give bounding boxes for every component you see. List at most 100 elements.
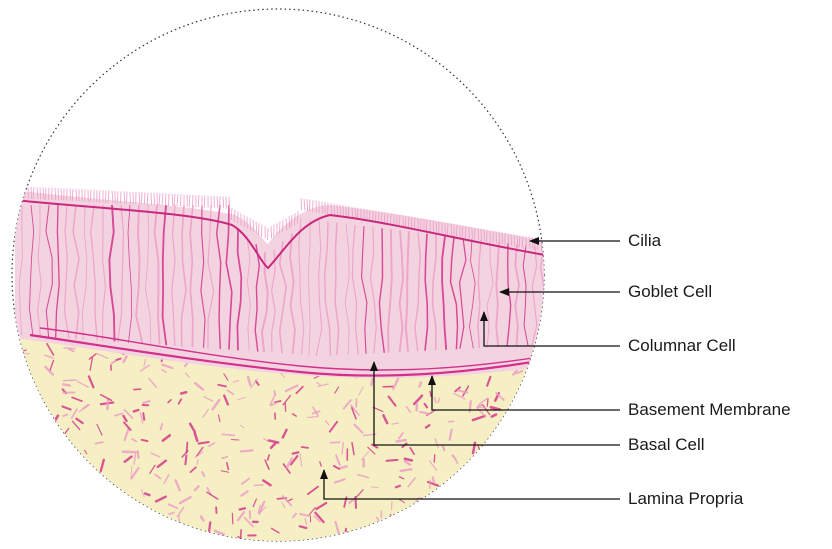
tissue-section bbox=[0, 186, 561, 544]
cilium bbox=[174, 194, 175, 206]
stroma-cell bbox=[42, 523, 46, 532]
stroma-cell bbox=[112, 497, 119, 498]
stroma-cell bbox=[448, 496, 449, 504]
stroma-cell bbox=[542, 533, 549, 539]
stroma-cell bbox=[391, 515, 400, 524]
stroma-cell bbox=[2, 382, 3, 387]
stroma-cell bbox=[93, 513, 101, 515]
stroma-cell bbox=[177, 535, 181, 539]
cilium bbox=[172, 194, 173, 206]
stroma-cell bbox=[525, 525, 527, 530]
stroma-cell bbox=[35, 392, 38, 398]
cilium bbox=[376, 211, 377, 223]
stroma-cell bbox=[446, 501, 452, 510]
stroma-cell bbox=[72, 485, 75, 496]
stroma-cell bbox=[29, 503, 36, 514]
cilium bbox=[18, 186, 19, 198]
stroma-cell bbox=[241, 450, 253, 451]
label-basal-cell: Basal Cell bbox=[628, 435, 705, 455]
stroma-cell bbox=[519, 422, 523, 429]
stroma-cell bbox=[460, 532, 461, 537]
stroma-cell bbox=[182, 535, 183, 540]
cilium bbox=[154, 193, 155, 205]
cilium bbox=[244, 215, 245, 227]
stroma-cell bbox=[499, 467, 507, 469]
stroma-cell bbox=[493, 473, 497, 480]
stroma-cell bbox=[104, 479, 106, 485]
cilium bbox=[151, 193, 152, 205]
stroma-cell bbox=[397, 440, 406, 442]
cilium bbox=[106, 191, 107, 203]
cilium bbox=[198, 195, 199, 207]
stroma-cell bbox=[396, 486, 400, 488]
cilium bbox=[127, 192, 128, 204]
stroma-cell bbox=[36, 467, 39, 479]
stroma-cell bbox=[552, 411, 560, 413]
stroma-cell bbox=[401, 469, 412, 471]
stroma-cell bbox=[4, 501, 12, 504]
stroma-cell bbox=[400, 534, 408, 538]
cilium bbox=[121, 191, 122, 203]
stroma-cell bbox=[505, 466, 513, 471]
stroma-cell bbox=[38, 513, 43, 515]
stroma-cell bbox=[95, 507, 100, 510]
stroma-cell bbox=[5, 433, 8, 441]
cilium bbox=[496, 231, 497, 243]
stroma-cell bbox=[315, 539, 326, 543]
stroma-cell bbox=[511, 533, 512, 537]
cilium bbox=[280, 221, 281, 233]
stroma-cell bbox=[37, 505, 46, 508]
stroma-cell bbox=[409, 540, 413, 542]
stroma-cell bbox=[447, 512, 454, 522]
stroma-cell bbox=[546, 452, 552, 456]
stroma-cell bbox=[498, 522, 508, 525]
stroma-cell bbox=[438, 525, 445, 528]
stroma-cell bbox=[552, 461, 560, 464]
cilium bbox=[223, 196, 224, 208]
stroma-cell bbox=[181, 392, 186, 393]
stroma-cell bbox=[139, 514, 140, 527]
stroma-cell bbox=[517, 519, 525, 521]
stroma-cell bbox=[451, 488, 457, 491]
stroma-cell bbox=[433, 477, 434, 482]
stroma-cell bbox=[38, 440, 40, 445]
cilium bbox=[162, 193, 163, 205]
stroma-cell bbox=[16, 531, 17, 543]
stroma-cell bbox=[447, 491, 454, 498]
stroma-cell bbox=[405, 459, 412, 461]
cilium bbox=[261, 225, 262, 237]
label-cilia: Cilia bbox=[628, 231, 661, 251]
cilium bbox=[165, 194, 166, 206]
stroma-cell bbox=[40, 427, 47, 438]
stroma-cell bbox=[488, 511, 494, 514]
stroma-cell bbox=[0, 519, 4, 522]
stroma-cell bbox=[537, 434, 546, 436]
stroma-cell bbox=[10, 463, 18, 466]
stroma-cell bbox=[11, 480, 12, 489]
stroma-cell bbox=[543, 398, 548, 399]
stroma-cell bbox=[462, 525, 466, 535]
stroma-cell bbox=[5, 349, 11, 354]
stroma-cell bbox=[419, 382, 421, 386]
stroma-cell bbox=[1, 486, 6, 490]
stroma-cell bbox=[123, 452, 136, 453]
label-basement-membrane: Basement Membrane bbox=[628, 400, 791, 420]
cilium bbox=[271, 226, 272, 238]
stroma-cell bbox=[533, 449, 543, 455]
stroma-cell bbox=[231, 440, 239, 441]
cilium bbox=[31, 187, 32, 199]
stroma-cell bbox=[510, 416, 517, 422]
stroma-cell bbox=[15, 457, 24, 459]
stroma-cell bbox=[4, 352, 15, 355]
stroma-cell bbox=[7, 520, 16, 529]
stroma-cell bbox=[534, 441, 539, 451]
stroma-cell bbox=[108, 508, 114, 510]
stroma-cell bbox=[254, 485, 263, 486]
stroma-cell bbox=[523, 502, 524, 510]
stroma-cell bbox=[98, 499, 101, 506]
stroma-cell bbox=[93, 502, 99, 511]
stroma-cell bbox=[185, 456, 186, 465]
stroma-cell bbox=[138, 451, 139, 458]
stroma-cell bbox=[143, 413, 144, 420]
